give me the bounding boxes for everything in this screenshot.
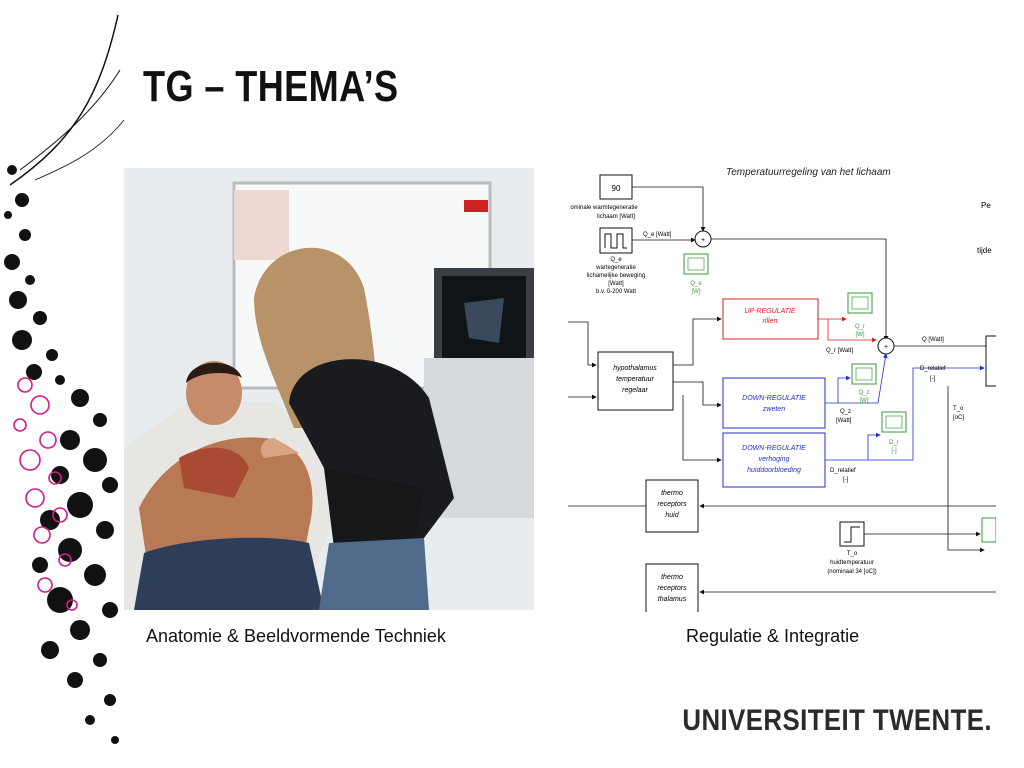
qe-wire-label: Q_e [Watt] bbox=[643, 232, 672, 238]
svg-text:thalamus: thalamus bbox=[658, 596, 687, 603]
caption-regulatie: Regulatie & Integratie bbox=[686, 626, 860, 646]
svg-text:zweten: zweten bbox=[762, 406, 785, 413]
svg-text:huidtemperatuur: huidtemperatuur bbox=[830, 560, 874, 566]
svg-text:+: + bbox=[701, 237, 705, 244]
svg-text:Q_z: Q_z bbox=[840, 409, 851, 415]
svg-text:[-]: [-] bbox=[891, 448, 897, 454]
caption-anatomie: Anatomie & Beeldvormende Techniek bbox=[146, 626, 446, 646]
svg-text:T_o: T_o bbox=[953, 406, 964, 412]
svg-text:[-]: [-] bbox=[843, 477, 849, 483]
step-source-block bbox=[839, 521, 865, 547]
up-regulation-block bbox=[722, 298, 819, 340]
diagram-title: Temperatuurregeling van het lichaam bbox=[726, 167, 891, 178]
svg-text:+: + bbox=[884, 344, 888, 351]
svg-text:regelaar: regelaar bbox=[622, 387, 648, 394]
svg-text:wartegeneratie: wartegeneratie bbox=[595, 265, 636, 271]
svg-text:T_o: T_o bbox=[847, 551, 858, 557]
svg-text:[oC]: [oC] bbox=[953, 415, 964, 421]
svg-text:verhoging: verhoging bbox=[759, 456, 790, 463]
svg-text:temperatuur: temperatuur bbox=[616, 376, 654, 383]
svg-text:hypothalamus: hypothalamus bbox=[613, 365, 657, 372]
constant-value: 90 bbox=[612, 184, 621, 193]
svg-text:Q_r: Q_r bbox=[855, 324, 865, 330]
svg-text:huid: huid bbox=[665, 512, 679, 519]
q-wire-label: Q [Watt] bbox=[922, 337, 944, 343]
svg-text:receptors: receptors bbox=[657, 585, 687, 592]
svg-text:DOWN-REGULATIE: DOWN-REGULATIE bbox=[742, 445, 806, 452]
svg-text:[Watt]: [Watt] bbox=[608, 281, 624, 287]
svg-text:Q_e: Q_e bbox=[690, 281, 702, 287]
svg-text:(nominaal 34 [oC]): (nominaal 34 [oC]) bbox=[827, 569, 876, 575]
svg-text:rillen: rillen bbox=[763, 318, 778, 325]
svg-text:tijde: tijde bbox=[977, 246, 992, 255]
thermo-receptors-huid-block bbox=[645, 479, 699, 533]
nominale-label-2: lichaam [Watt] bbox=[597, 214, 635, 220]
thermo-receptors-thalamus-block bbox=[645, 563, 699, 612]
svg-text:Q_e: Q_e bbox=[610, 257, 622, 263]
universiteit-twente-logo: UNIVERSITEIT TWENTE. bbox=[682, 704, 992, 737]
svg-text:[-]: [-] bbox=[930, 376, 936, 382]
svg-text:[W]: [W] bbox=[856, 332, 865, 338]
simulink-temperature-regulation-diagram: Temperatuurregeling van het lichaam 90 o… bbox=[568, 160, 996, 612]
svg-text:huiddoorbloeding: huiddoorbloeding bbox=[747, 467, 801, 474]
svg-text:receptors: receptors bbox=[657, 501, 687, 508]
slide-title: TG – THEMA’S bbox=[143, 62, 399, 111]
svg-text:lichamelijke beweging: lichamelijke beweging bbox=[587, 273, 645, 279]
svg-text:D_relatief: D_relatief bbox=[920, 366, 946, 372]
ultrasound-exam-photo bbox=[124, 168, 534, 610]
down-regulation-huiddoorbloeding-block bbox=[722, 432, 826, 488]
svg-text:DOWN-REGULATIE: DOWN-REGULATIE bbox=[742, 395, 806, 402]
hypothalamus-block bbox=[597, 351, 674, 411]
svg-text:thermo: thermo bbox=[661, 574, 683, 581]
svg-text:thermo: thermo bbox=[661, 490, 683, 497]
svg-text:[W]: [W] bbox=[692, 289, 701, 295]
down-regulation-zweten-block bbox=[722, 377, 826, 429]
nominale-label-1: ominale warmtegeneratie bbox=[570, 205, 638, 211]
svg-text:[W]: [W] bbox=[860, 398, 869, 404]
qr-wire-label: Q_r [Watt] bbox=[826, 348, 853, 354]
svg-text:D_r: D_r bbox=[889, 440, 899, 446]
decorative-ink-splatter bbox=[4, 14, 125, 744]
svg-text:b.v. 0-200 Watt: b.v. 0-200 Watt bbox=[596, 289, 636, 295]
svg-text:D_relatief: D_relatief bbox=[830, 468, 856, 474]
svg-text:Q_z: Q_z bbox=[858, 390, 869, 396]
svg-text:Pe: Pe bbox=[981, 201, 991, 210]
svg-text:UP-REGULATIE: UP-REGULATIE bbox=[744, 308, 796, 315]
svg-text:[Watt]: [Watt] bbox=[836, 418, 852, 424]
